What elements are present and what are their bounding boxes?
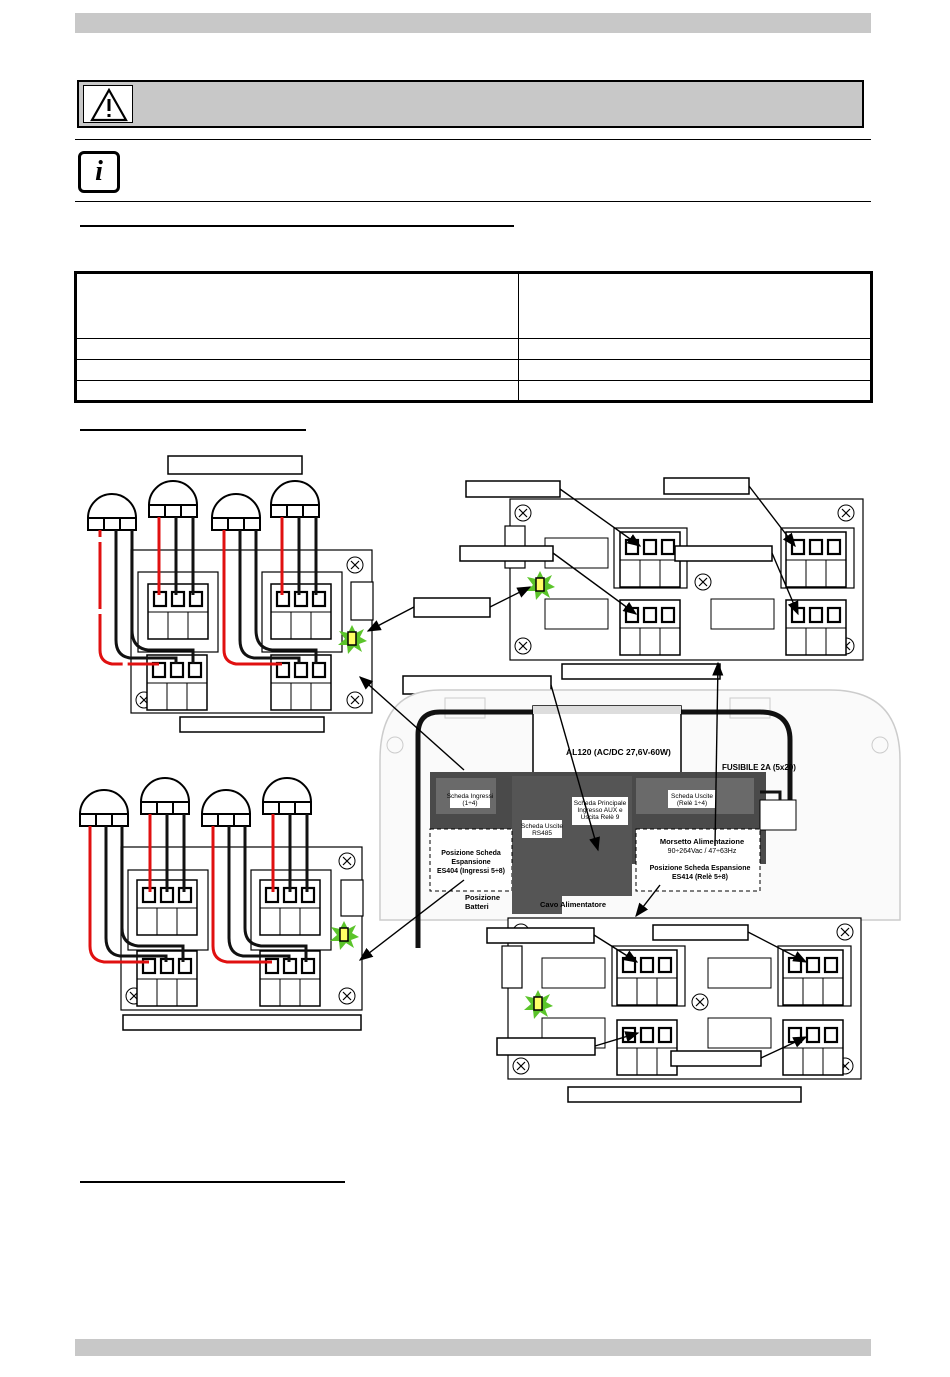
output-board-diagram-bottom	[486, 917, 862, 1103]
inputs-board-label-1: Scheda Ingressi	[447, 793, 494, 800]
warning-box	[77, 80, 864, 128]
main-board-label-2: Ingresso AUX e	[577, 807, 623, 814]
es404-label-2: Espansione	[451, 859, 490, 866]
footer-bar	[75, 1339, 871, 1356]
es414-label-1: Posizione Scheda Espansione	[650, 865, 751, 872]
power-cable-label: Cavo Alimentatore	[540, 900, 606, 909]
table-cell	[518, 359, 872, 381]
table-cell	[518, 338, 872, 360]
es404-label-1: Posizione Scheda	[441, 850, 501, 857]
callout-arrows	[358, 485, 808, 1059]
power-terminal-label: Morsetto Alimentazione	[660, 837, 744, 846]
es414-label-2: ES414 (Relè 5÷8)	[672, 874, 728, 881]
input-board-diagram-top	[87, 455, 374, 733]
battery-label-1: Posizione	[465, 893, 500, 902]
table-cell	[75, 272, 519, 339]
inputs-board-label-2: (1÷4)	[462, 800, 477, 807]
section-heading-underline	[80, 225, 514, 227]
info-icon: i	[78, 151, 120, 193]
table-cell	[518, 272, 872, 339]
rs485-board-label-2: RS485	[532, 830, 552, 837]
enclosure-photo: AL120 (AC/DC 27,6V-60W) FUSIBILE 2A (5x2…	[379, 689, 901, 948]
section-heading-underline	[80, 429, 306, 431]
output-board-diagram-top	[402, 477, 864, 695]
wiring-diagram: AL120 (AC/DC 27,6V-60W) FUSIBILE 2A (5x2…	[79, 455, 901, 1103]
power-spec-label: 90÷264Vac / 47÷63Hz	[668, 848, 737, 855]
battery-label-2: Batteri	[465, 902, 489, 911]
es404-label-3: ES404 (Ingressi 5÷8)	[437, 868, 505, 875]
table-cell	[518, 380, 872, 402]
table-cell	[75, 359, 519, 381]
divider	[75, 201, 871, 202]
fuse-label: FUSIBILE 2A (5x20)	[722, 763, 796, 772]
al120-label: AL120 (AC/DC 27,6V-60W)	[566, 747, 671, 757]
table-cell	[75, 338, 519, 360]
rs485-board-label-1: Scheda Uscite	[521, 823, 563, 830]
section-heading-underline	[80, 1181, 345, 1183]
spec-table	[74, 271, 873, 403]
outputs-board-label-2: (Relè 1÷4)	[677, 800, 707, 807]
main-board-label-3: Uscita Relè 9	[581, 814, 620, 821]
main-board-label-1: Scheda Principale	[574, 800, 627, 807]
divider	[75, 139, 871, 140]
outputs-board-label-1: Scheda Uscite	[671, 793, 713, 800]
table-cell	[75, 380, 519, 402]
header-bar	[75, 13, 871, 33]
warning-icon	[83, 85, 133, 123]
input-board-diagram-bottom	[79, 777, 364, 1031]
